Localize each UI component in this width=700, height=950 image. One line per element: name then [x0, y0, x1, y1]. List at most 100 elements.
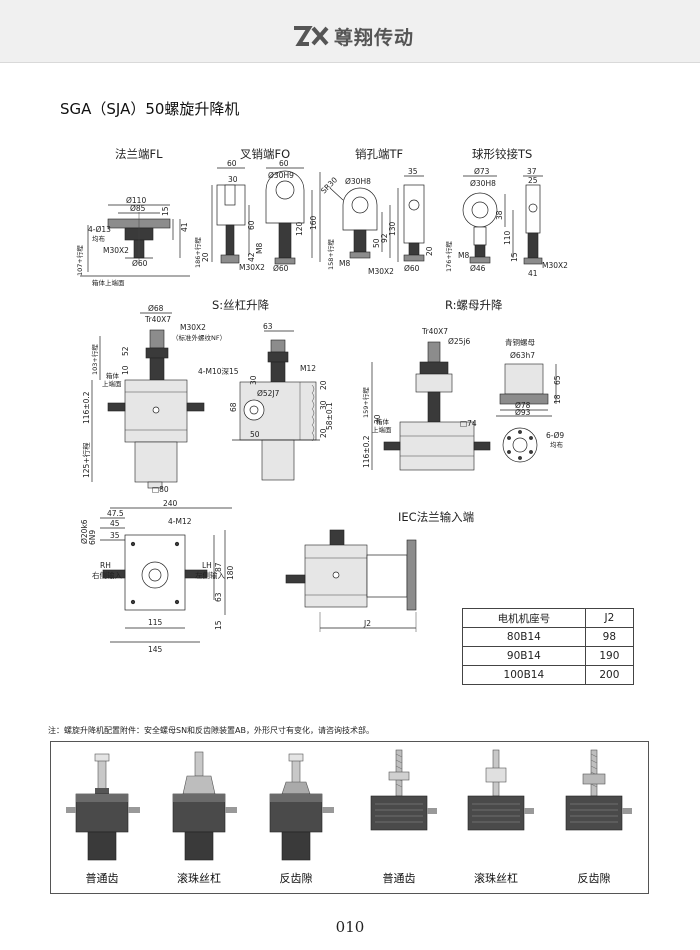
dim-tf-h50: 50: [372, 238, 381, 248]
jack-standard-image: [66, 753, 140, 861]
label-r-lift: R:螺母升降: [445, 298, 503, 312]
screw-lift-front-drawing: Ø68 Tr40X7 M30X2 （标准外螺纹NF） 52 10 103+行程 …: [81, 304, 226, 494]
label-fl: 法兰端FL: [115, 147, 163, 161]
clevis-end-fo-drawing: 60 30 60 Ø30H9 60 42 M8 120 160 20 186+行…: [193, 159, 321, 273]
table-cell: 100B14: [462, 665, 586, 685]
dim-top-h15: 15: [214, 620, 223, 630]
jack-standard-nut-image: [370, 749, 437, 831]
dim-s-h30: 30: [249, 375, 258, 385]
dim-s-h10: 10: [121, 365, 130, 375]
product-photo-2: 滚珠丝杠: [151, 742, 247, 893]
table-row: 80B14 98: [462, 627, 635, 647]
technical-drawing: 法兰端FL 叉销端FO 销孔端TF 球形铰接TS Ø110 Ø85 Ø60 4-…: [75, 147, 568, 654]
dim-fl-hole: 4-Ø13: [88, 225, 111, 234]
dim-tf-sr30: SR30: [319, 175, 339, 195]
dim-s-h68: 68: [229, 402, 238, 412]
dim-fo-w60: 60: [227, 159, 237, 168]
pin-hole-end-tf-drawing: SR30 Ø30H8 35 50 92 130 20 158+行程 M8 M30…: [319, 167, 434, 276]
product-photo-panel: 普通齿 滚珠丝杠 反齿隙: [50, 741, 649, 894]
dim-fl-even: 均布: [92, 234, 106, 243]
dim-fl-d85: Ø85: [130, 204, 146, 213]
label-fo: 叉销端FO: [240, 147, 290, 161]
dim-tf-h130: 130: [388, 221, 397, 236]
dim-s-h30b: 30: [319, 400, 328, 410]
nut-lift-drawing: Tr40X7 Ø25j6 159+行程 30 □74 箱体 上端面 116±0.…: [361, 327, 491, 471]
table-header-row: 电机机座号 J2: [462, 608, 635, 628]
dim-s-base1: 箱体: [106, 371, 120, 380]
dim-ts-m8: M8: [458, 251, 469, 260]
dim-r-d93: Ø93: [515, 408, 531, 417]
dim-fo-h120: 120: [295, 221, 304, 236]
dim-r-h18: 18: [553, 394, 562, 404]
dim-r-nut-label: 青铜螺母: [505, 337, 535, 347]
table-cell: 200: [584, 665, 635, 685]
page-header: 尊翔传动: [0, 0, 700, 63]
dim-ts-w37: 37: [527, 167, 537, 176]
dim-s-h125: 125+行程: [81, 442, 91, 478]
dim-r-base1: 箱体: [376, 417, 390, 426]
dim-top-k6: 6N9: [88, 530, 97, 545]
jack-ballscrew-image: [172, 751, 237, 861]
jack-antibacklash-nut-image: [565, 749, 632, 831]
dim-r-base2: 上端面: [372, 425, 392, 434]
dim-top-h63: 63: [214, 592, 223, 602]
dim-fo-h20: 20: [201, 252, 210, 262]
dim-r-even: 均布: [550, 440, 564, 449]
dim-top-w145: 145: [148, 645, 163, 654]
dim-fo-h160: 160: [309, 215, 318, 230]
jack-antibacklash-image: [269, 753, 334, 861]
dim-fo-h60b: 60: [247, 220, 256, 230]
brand: 尊翔传动: [292, 22, 414, 50]
dim-s-d68: Ø68: [148, 304, 164, 313]
dim-s-m30note: （标准外螺纹NF）: [172, 333, 226, 342]
dim-tf-stroke: 158+行程: [326, 239, 335, 270]
table-cell: 90B14: [462, 646, 586, 666]
dim-r-h65: 65: [553, 375, 562, 385]
dim-top-w45: 45: [110, 519, 120, 528]
dim-top-w115: 115: [148, 618, 163, 627]
dim-top-h87: 87: [214, 562, 223, 572]
dim-tf-w35: 35: [408, 167, 418, 176]
dim-fo-d60: Ø60: [273, 264, 289, 273]
dim-r-h30: 30: [373, 414, 382, 424]
zx-logo-icon: [294, 26, 329, 46]
dim-fo-m8: M8: [255, 243, 264, 254]
dim-top-m12: 4-M12: [168, 517, 192, 526]
dim-ts-h110: 110: [503, 230, 512, 245]
dim-top-lh: LH: [202, 561, 212, 570]
dim-fo-d30h9: Ø30H9: [268, 171, 294, 180]
table-header: J2: [584, 608, 635, 628]
dim-s-h58: 58±0.1: [325, 402, 334, 430]
dim-fo-stroke: 186+行程: [193, 237, 202, 268]
dim-ts-w25: 25: [528, 176, 538, 185]
dim-fl-d60: Ø60: [132, 259, 148, 268]
dim-s-m12: M12: [300, 364, 316, 373]
dim-tf-d30h8: Ø30H8: [345, 177, 371, 186]
dim-top-w47: 47.5: [107, 509, 124, 518]
table-row: 90B14 190: [462, 646, 635, 666]
dim-fl-stroke: 107+行程: [75, 245, 84, 276]
dim-ts-d30h8: Ø30H8: [470, 179, 496, 188]
dim-s-h20: 20: [319, 380, 328, 390]
dim-top-w240: 240: [163, 499, 178, 508]
dim-fl-h15: 15: [161, 206, 170, 216]
photo-caption: 普通齿: [382, 872, 416, 885]
dim-top-rh: RH: [100, 561, 111, 570]
flange-end-fl-drawing: Ø110 Ø85 Ø60 4-Ø13 均布 M30X2 15 41 107+行程…: [75, 196, 190, 287]
dim-r-d25: Ø25j6: [448, 337, 471, 346]
top-view-drawing: 240 47.5 45 35 Ø20k6 6N9 4-M12 RH 右侧输入 L…: [80, 499, 235, 654]
photo-caption: 反齿隙: [279, 872, 313, 885]
table-row: 100B14 200: [462, 665, 635, 685]
photo-caption: 普通齿: [85, 872, 119, 885]
dim-ts-stroke: 176+行程: [444, 241, 453, 272]
label-tf: 销孔端TF: [355, 147, 403, 161]
jack-ballscrew-nut-image: [467, 749, 534, 831]
page-title: SGA（SJA）50螺旋升降机: [60, 100, 240, 118]
table-header: 电机机座号: [462, 608, 586, 628]
motor-frame-table: 电机机座号 J2 80B14 98 90B14 190 100B14 200: [462, 608, 635, 685]
table-cell: 190: [584, 646, 635, 666]
photo-caption: 滚珠丝杠: [474, 872, 518, 885]
brand-name: 尊翔传动: [334, 26, 415, 49]
dim-fl-d110: Ø110: [126, 196, 146, 205]
dim-s-base2: 上端面: [102, 379, 122, 388]
